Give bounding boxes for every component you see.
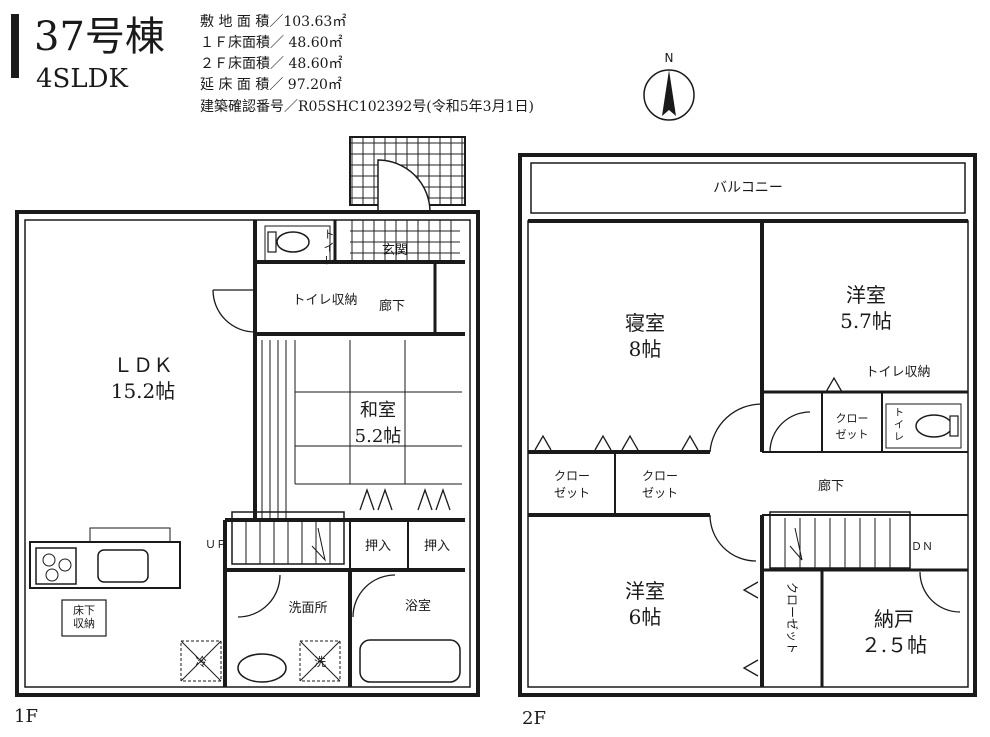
toilet-icon [915,414,953,438]
youshitsu-s-size: 6帖 [629,605,662,629]
bathtub-icon [359,639,461,683]
north-compass-icon: N [643,51,695,121]
youshitsu-ne-size: 5.7帖 [840,309,892,333]
svg-text:レ: レ [324,254,335,267]
underfloor-storage [61,599,107,637]
toilet-storage-label: トイレ収納 [865,365,930,380]
genkan-tiles [350,220,460,262]
floor2-outer-wall [518,153,977,697]
toilet-label: ト [324,228,335,241]
header-bar [11,14,19,78]
stove-icon [35,547,77,585]
site-area: 敷 地 面 積／103.63㎡ [200,14,346,30]
total-area: 延 床 面 積／ 97.20㎡ [200,77,342,93]
fridge-label: 冷 [195,655,207,669]
svg-text:イ: イ [894,420,904,431]
closet-door-icon [534,434,612,451]
door-swing-icon [212,289,256,333]
floor2-plan: バルコニー 寝室 8帖 洋室 5.7帖 トイレ収納 クロー ゼット ト イ レ … [518,153,977,729]
ldk-label: ＬＤＫ [113,353,173,377]
shinshitsu-size: 8帖 [629,337,662,361]
closet-a-label: クロー [554,469,590,483]
north-label: N [665,51,674,65]
hallway-label: 廊下 [379,298,405,314]
svg-text:収納: 収納 [73,617,95,630]
building-number: 37号棟 [34,14,165,60]
entrance-door-icon [377,159,431,213]
stairs-down-icon [769,511,911,569]
ldk-size: 15.2帖 [111,379,176,403]
youshitsu-ne-label: 洋室 [846,283,886,307]
nando-label: 納戸 [874,607,914,631]
door-swing-icon [237,574,281,618]
floor1-area: １Ｆ床面積／ 48.60㎡ [200,35,343,51]
svg-text:レ: レ [894,432,904,443]
washitsu-size: 5.2帖 [355,426,402,447]
layout-type: 4SLDK [36,64,128,94]
washitsu-label: 和室 [360,400,396,421]
door-swing-icon [919,571,961,613]
oshiire-label: 押入 [365,539,391,554]
stairs-up-label: ＵＰ [205,538,227,551]
oshiire-door-icon [359,488,393,511]
floor2-label: 2F [522,708,546,729]
closet-door-icon [742,581,759,677]
closet-door-icon [825,376,843,393]
senmenjo-label: 洗面所 [288,601,327,616]
closet-small-label: クロー [836,412,869,425]
closet-door-icon [621,434,699,451]
sink-icon [97,549,149,583]
washbasin-icon [237,653,287,683]
floor1-label: 1F [14,706,38,727]
closet-vertical-label: クローゼット [785,582,799,654]
washer-icon [299,640,341,682]
permit-number: 建築確認番号／R05SHC102392号(令和5年3月1日) [200,99,534,115]
shinshitsu-label: 寝室 [625,311,665,335]
svg-text:イ: イ [324,241,335,254]
svg-text:ゼット: ゼット [554,486,590,500]
toilet-storage-label: トイレ収納 [292,293,357,308]
toilet-label: ト [894,408,904,419]
washer-label: 洗 [314,655,326,669]
door-swing-icon [709,514,757,562]
floor1-plan: ＬＤＫ 15.2帖 和室 5.2帖 玄関 トイレ収納 廊下 ト イ レ 押入 押… [14,136,480,727]
youshitsu-s-label: 洋室 [625,579,665,603]
yokushitsu-label: 浴室 [405,598,431,614]
closet-b-label: クロー [642,469,678,483]
washitsu-tatami [261,340,462,520]
svg-text:ゼット: ゼット [836,428,869,441]
balcony-label: バルコニー [713,180,783,196]
stairs-up-icon [231,511,345,565]
underfloor-label: 床下 [73,603,95,617]
hallway-label: 廊下 [818,478,844,494]
nando-size: ２.５帖 [861,633,927,657]
toilet-icon [276,231,310,253]
svg-text:ゼット: ゼット [642,486,678,500]
balcony [530,162,966,214]
floor1-outer-wall [15,210,480,697]
door-swing-icon [709,403,763,453]
genkan-label: 玄関 [382,243,408,258]
oshiire-label: 押入 [424,539,450,554]
oshiire-door-icon [417,488,451,511]
floor2-area: ２Ｆ床面積／ 48.60㎡ [200,56,343,72]
fridge-icon [180,640,222,682]
stairs-down-label: ＤＮ [911,540,933,553]
door-swing-icon [352,574,396,618]
door-swing-icon [769,411,811,453]
